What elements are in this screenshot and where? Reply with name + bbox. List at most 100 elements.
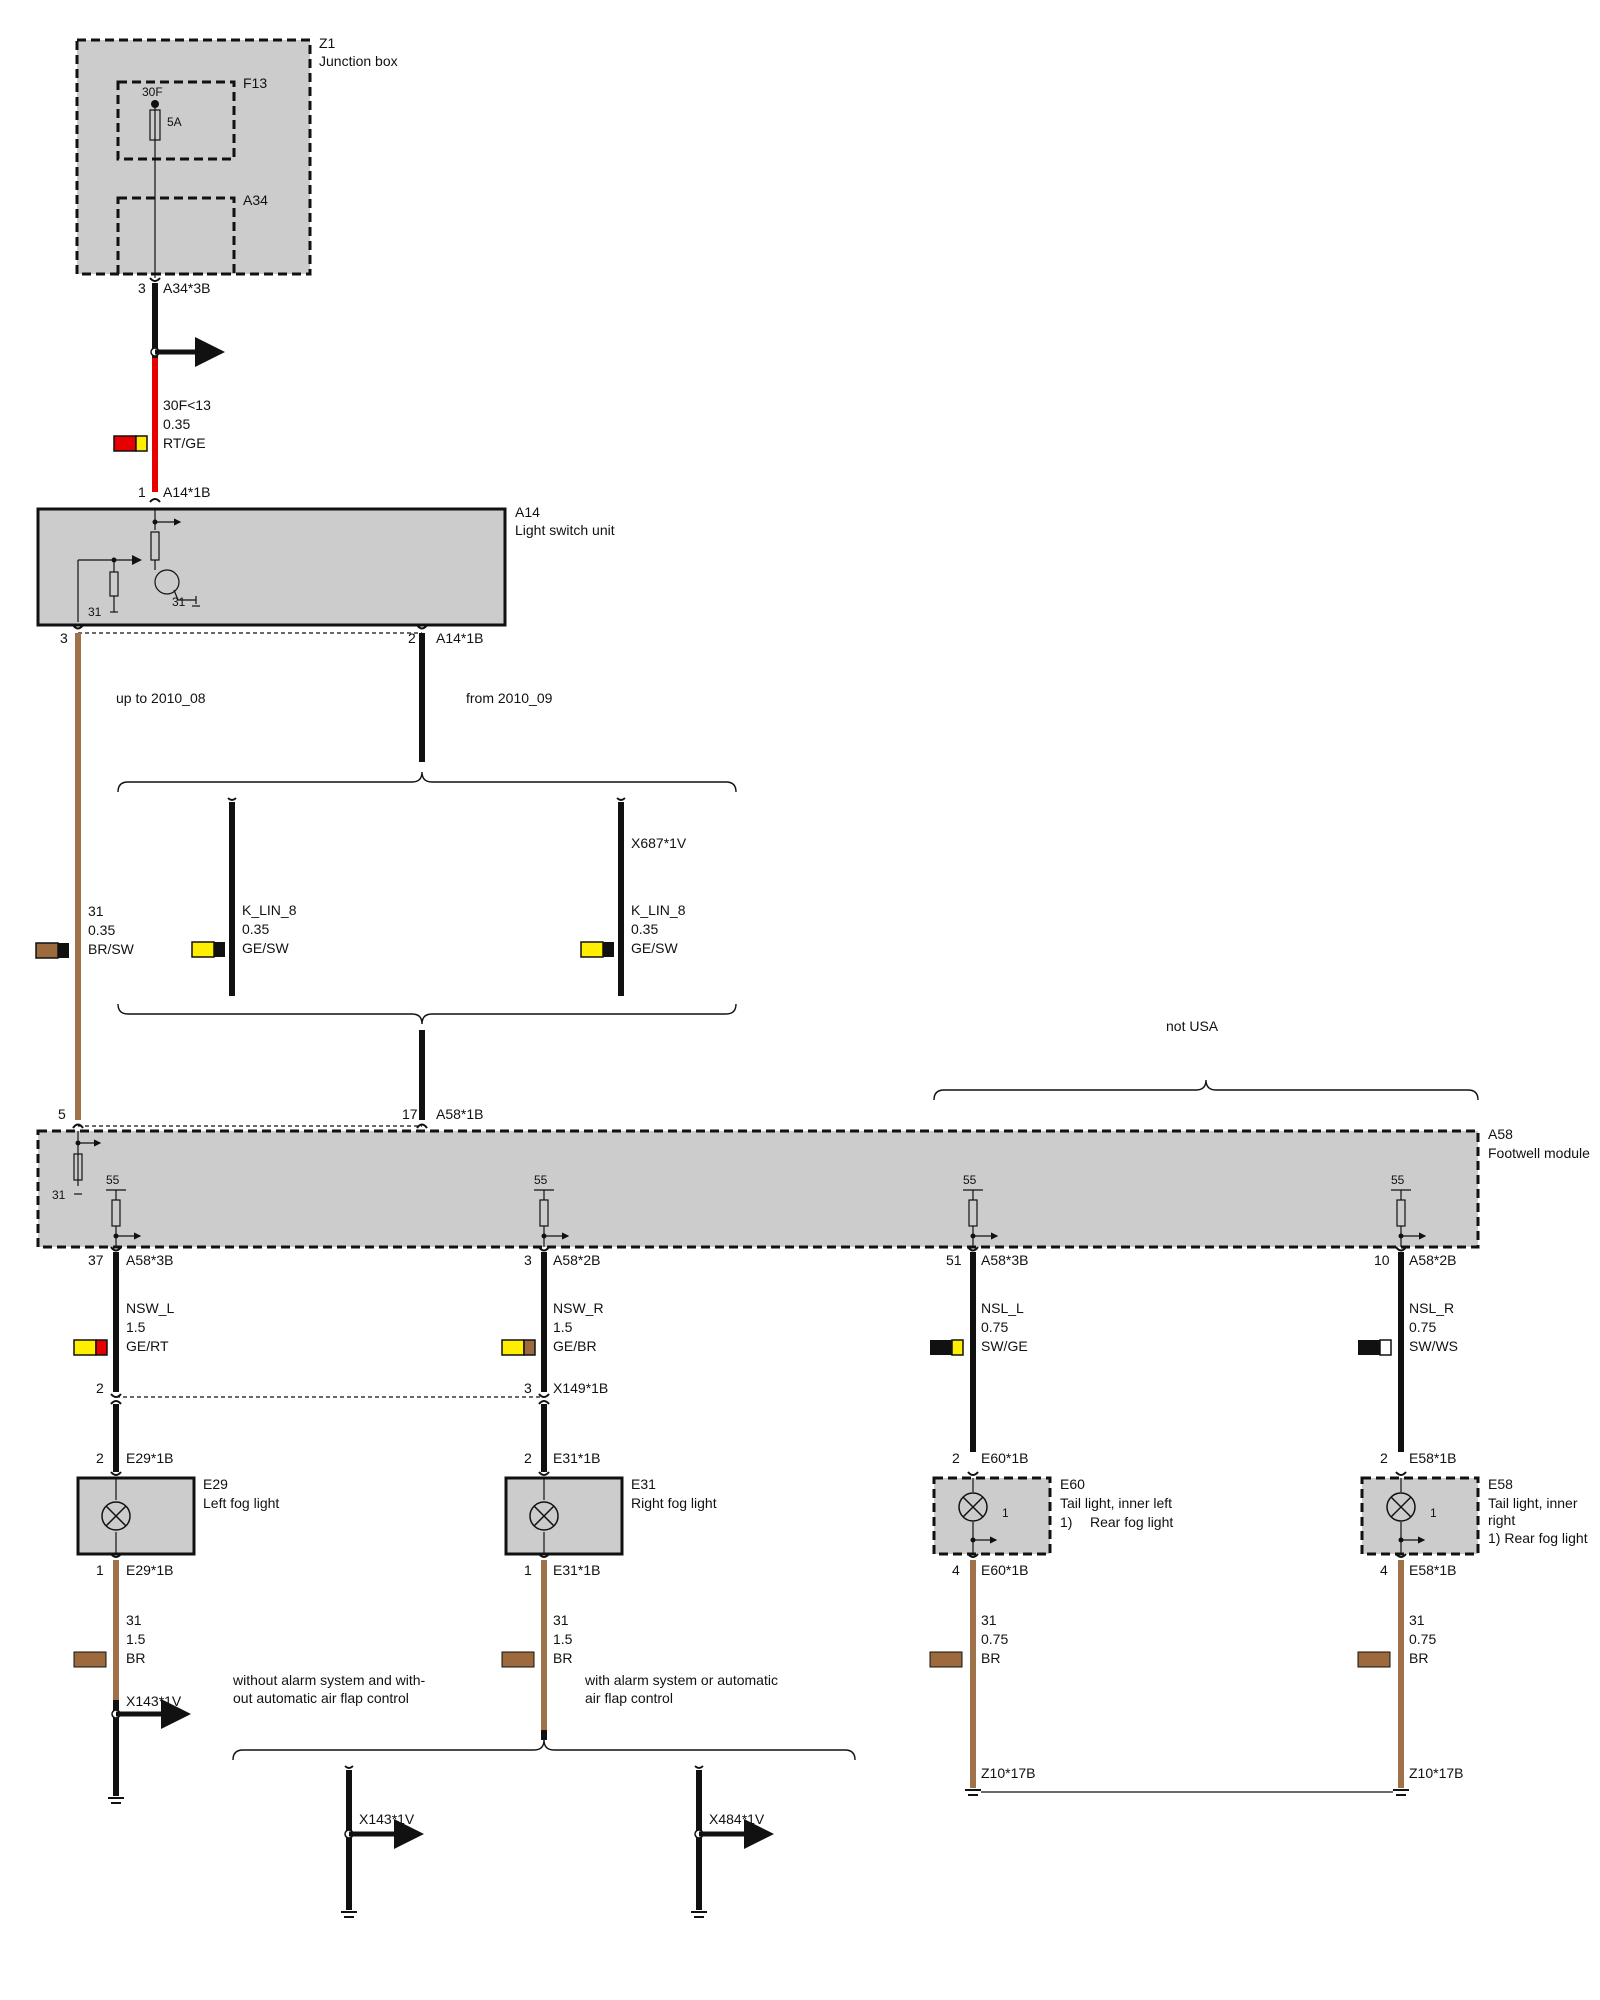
color-swatch-br-sw (35, 942, 69, 959)
a34-id: A34 (243, 192, 268, 208)
tail-light-inner-left-e60: 1 (932, 1476, 1052, 1556)
e58-id: E58 (1488, 1476, 1513, 1492)
g2-name: 31 (553, 1612, 569, 1628)
a58-pin17-num: 17 (402, 1106, 418, 1122)
out4-wire: NSL_R (1409, 1300, 1454, 1316)
supply-55-label: 55 (534, 1173, 548, 1187)
color-swatch-ge-sw-1 (191, 941, 225, 958)
klin1-size: 0.35 (242, 921, 269, 937)
alarm-without-line1: without alarm system and with- (232, 1672, 426, 1688)
g2-size: 1.5 (553, 1631, 573, 1647)
e60-note: Rear fog light (1090, 1514, 1173, 1530)
out3-conn: A58*3B (981, 1252, 1028, 1268)
supply-55-label: 55 (1391, 1173, 1405, 1187)
e60-id: E60 (1060, 1476, 1085, 1492)
a34-pin-conn: A34*3B (163, 280, 210, 296)
a58-ground-label: 31 (52, 1188, 66, 1202)
out1-pin: 37 (88, 1252, 104, 1268)
a14-pin1-conn: A14*1B (163, 484, 210, 500)
e31-name: Right fog light (631, 1495, 717, 1511)
e58-name-line1: Tail light, inner (1488, 1495, 1578, 1511)
supply-55-label: 55 (106, 1173, 120, 1187)
e58-note: 1) Rear fog light (1488, 1530, 1588, 1546)
e31-id: E31 (631, 1476, 656, 1492)
out1-conn: A58*3B (126, 1252, 173, 1268)
g3-name: 31 (981, 1612, 997, 1628)
bulb-icon (1386, 1492, 1416, 1522)
out2-size: 1.5 (553, 1319, 573, 1335)
a58-channel-2: 55 (534, 1173, 570, 1247)
g3-size: 0.75 (981, 1631, 1008, 1647)
wire-30f-name: 30F<13 (163, 397, 211, 413)
a58-id: A58 (1488, 1126, 1513, 1142)
e31-conn2: E31*1B (553, 1450, 600, 1466)
e60-name: Tail light, inner left (1060, 1495, 1172, 1511)
tail-light-inner-right-e58: 1 (1360, 1476, 1480, 1556)
brace-bottom (117, 1003, 737, 1025)
e60-conn2: E60*1B (981, 1450, 1028, 1466)
alarm-with-line1: with alarm system or automatic (584, 1672, 778, 1688)
out1-color: GE/RT (126, 1338, 169, 1354)
z10-b-label: Z10*17B (1409, 1765, 1463, 1781)
out1-size: 1.5 (126, 1319, 146, 1335)
klin2-size: 0.35 (631, 921, 658, 937)
f13-rating: 5A (167, 115, 182, 129)
brace-not-usa (933, 1079, 1479, 1101)
e60-pin2: 2 (952, 1450, 960, 1466)
a58-channel-3: 55 (963, 1173, 999, 1247)
e29-name: Left fog light (203, 1495, 279, 1511)
a58-channel-4: 55 (1391, 1173, 1427, 1247)
z10-a-label: Z10*17B (981, 1765, 1035, 1781)
e29-pin1: 1 (96, 1562, 104, 1578)
g1-size: 1.5 (126, 1631, 146, 1647)
color-swatch-br (501, 1651, 535, 1668)
wire-31-name: 31 (88, 903, 104, 919)
g4-name: 31 (1409, 1612, 1425, 1628)
out4-color: SW/WS (1409, 1338, 1458, 1354)
out4-pin: 10 (1374, 1252, 1390, 1268)
wire-31-color: BR/SW (88, 941, 135, 957)
e29-conn2: E29*1B (126, 1450, 173, 1466)
color-swatch-ge-br (501, 1339, 536, 1356)
color-swatch-br (1357, 1651, 1391, 1668)
out2-color: GE/BR (553, 1338, 597, 1354)
supply-55-label: 55 (963, 1173, 977, 1187)
footwell-module-a58: 31 (36, 1129, 1480, 1249)
light-switch-unit-a14: 31 31 (36, 507, 507, 627)
a14-ground-label-a: 31 (88, 605, 102, 619)
a58-name: Footwell module (1488, 1145, 1590, 1161)
color-swatch-br (73, 1651, 107, 1668)
wire-30f-color: RT/GE (163, 435, 206, 451)
e60-pin4: 4 (952, 1562, 960, 1578)
e31-conn1: E31*1B (553, 1562, 600, 1578)
f13-id: F13 (243, 75, 267, 91)
alarm-with-line2: air flap control (585, 1690, 673, 1706)
e58-pin2: 2 (1380, 1450, 1388, 1466)
g1-name: 31 (126, 1612, 142, 1628)
z1-id: Z1 (319, 35, 336, 51)
x149-conn: X149*1B (553, 1380, 608, 1396)
x143-alt-label: X143*1V (359, 1811, 415, 1827)
color-swatch-rt-ge (113, 435, 148, 452)
out2-pin: 3 (524, 1252, 532, 1268)
color-swatch-ge-rt (73, 1339, 108, 1356)
e58-conn4: E58*1B (1409, 1562, 1456, 1578)
e29-pin2: 2 (96, 1450, 104, 1466)
transistor-icon (154, 569, 180, 595)
bulb-icon (101, 1501, 131, 1531)
a14-name: Light switch unit (515, 522, 615, 538)
e58-bulb-tag: 1 (1430, 1506, 1437, 1520)
a14-pin1-num: 1 (138, 484, 146, 500)
a34-box (116, 196, 236, 276)
e60-note-num: 1) (1060, 1514, 1072, 1530)
g2-color: BR (553, 1650, 572, 1666)
out2-conn: A58*2B (553, 1252, 600, 1268)
right-fog-light-e31 (504, 1476, 624, 1556)
out3-pin: 51 (946, 1252, 962, 1268)
bulb-icon (529, 1501, 559, 1531)
e60-bulb-tag: 1 (1002, 1506, 1009, 1520)
a14-pin2-num: 2 (408, 630, 416, 646)
a14-id: A14 (515, 504, 540, 520)
g3-color: BR (981, 1650, 1000, 1666)
e58-pin4: 4 (1380, 1562, 1388, 1578)
